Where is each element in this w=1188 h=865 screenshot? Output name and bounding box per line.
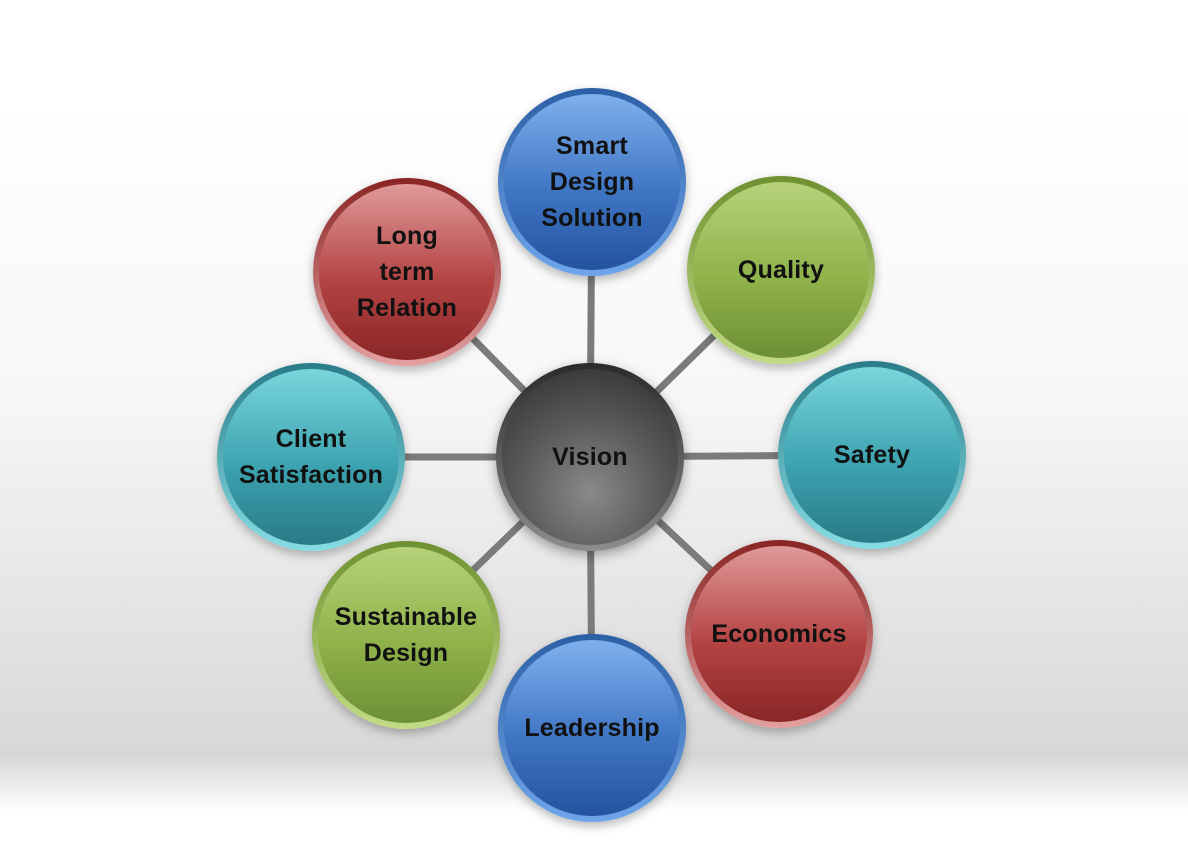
node-smart-design-solution: Smart Design Solution	[498, 88, 686, 276]
node-label-safety: Safety	[833, 441, 911, 469]
node-face	[693, 182, 869, 358]
node-face	[784, 367, 960, 543]
node-label-smart-design-solution: Smart Design Solution	[541, 132, 643, 232]
node-face	[691, 546, 867, 722]
node-face	[223, 369, 399, 545]
node-client-satisfaction: Client Satisfaction	[217, 363, 405, 551]
node-quality: Quality	[687, 176, 875, 364]
node-face	[318, 547, 494, 723]
node-label-client-satisfaction: Client Satisfaction	[238, 425, 384, 489]
node-sustainable-design: Sustainable Design	[312, 541, 500, 729]
node-leadership: Leadership	[498, 634, 686, 822]
node-label-long-term-relation: Long term Relation	[356, 222, 458, 322]
node-label-quality: Quality	[737, 256, 825, 284]
node-label-sustainable-design: Sustainable Design	[334, 603, 478, 667]
center-node-face	[502, 369, 678, 545]
node-face	[504, 640, 680, 816]
node-label-leadership: Leadership	[524, 714, 660, 742]
node-economics: Economics	[685, 540, 873, 728]
node-face	[504, 94, 680, 270]
node-label-economics: Economics	[711, 620, 847, 648]
node-safety: Safety	[778, 361, 966, 549]
node-long-term-relation: Long term Relation	[313, 178, 501, 366]
center-node-label: Vision	[552, 443, 628, 471]
node-face	[319, 184, 495, 360]
center-node-vision: Vision	[496, 363, 684, 551]
